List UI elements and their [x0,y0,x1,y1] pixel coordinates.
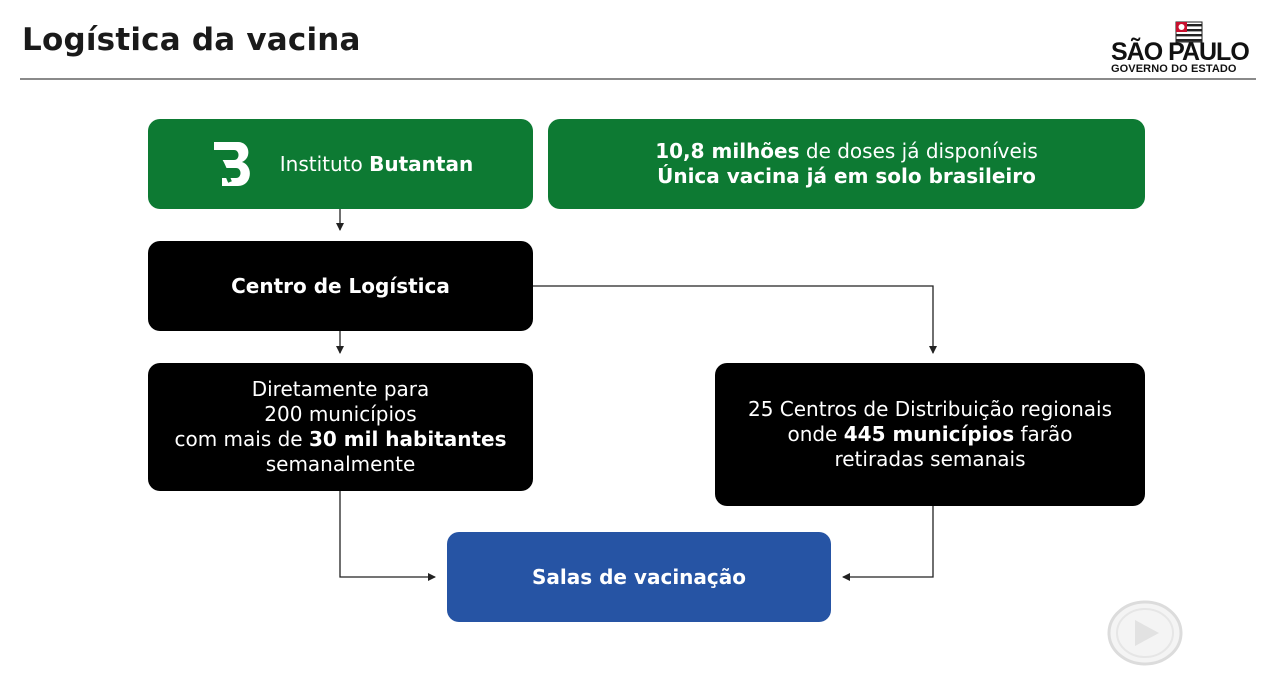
doses-line-2: Única vacina já em solo brasileiro [657,164,1036,188]
direto-line-4: semanalmente [265,452,416,476]
node-direto-municipios: Diretamente para 200 municípios com mais… [148,363,533,491]
regionais-line-1: 25 Centros de Distribuição regionais [747,397,1112,421]
salas-label: Salas de vacinação [531,564,747,589]
direto-line-3: com mais de 30 mil habitantes [174,427,507,451]
arrow-regionais-to-salas [842,506,934,581]
logo-text-sao-paulo: SÃO PAULO [1111,38,1250,66]
logo-text-governo: GOVERNO DO ESTADO [1111,63,1237,75]
header-divider [20,78,1256,80]
node-centro-logistica: Centro de Logística [148,241,533,331]
node-salas-vacinacao: Salas de vacinação [447,532,831,622]
arrow-direto-to-salas [339,491,436,581]
node-doses-disponiveis: 10,8 milhões de doses já disponíveis Úni… [548,119,1145,209]
direto-line-1: Diretamente para [251,377,430,401]
node-centros-regionais: 25 Centros de Distribuição regionais ond… [715,363,1145,506]
broadcaster-watermark-icon [1107,600,1183,666]
regionais-line-2: onde 445 municípios farão [787,422,1073,446]
sao-paulo-flag-icon [1175,21,1203,43]
sao-paulo-logo: SÃO PAULO GOVERNO DO ESTADO [1108,18,1258,76]
direto-line-2: 200 municípios [264,402,417,426]
butantan-label: Instituto Butantan [279,151,474,176]
node-instituto-butantan: Instituto Butantan [148,119,533,209]
page-title: Logística da vacina [22,22,361,58]
arrow-centro-to-regionais [533,285,937,354]
centro-label: Centro de Logística [231,273,450,298]
butantan-logo-icon [210,142,250,186]
doses-line-1: 10,8 milhões de doses já disponíveis [655,139,1038,163]
regionais-line-3: retiradas semanais [834,447,1026,471]
